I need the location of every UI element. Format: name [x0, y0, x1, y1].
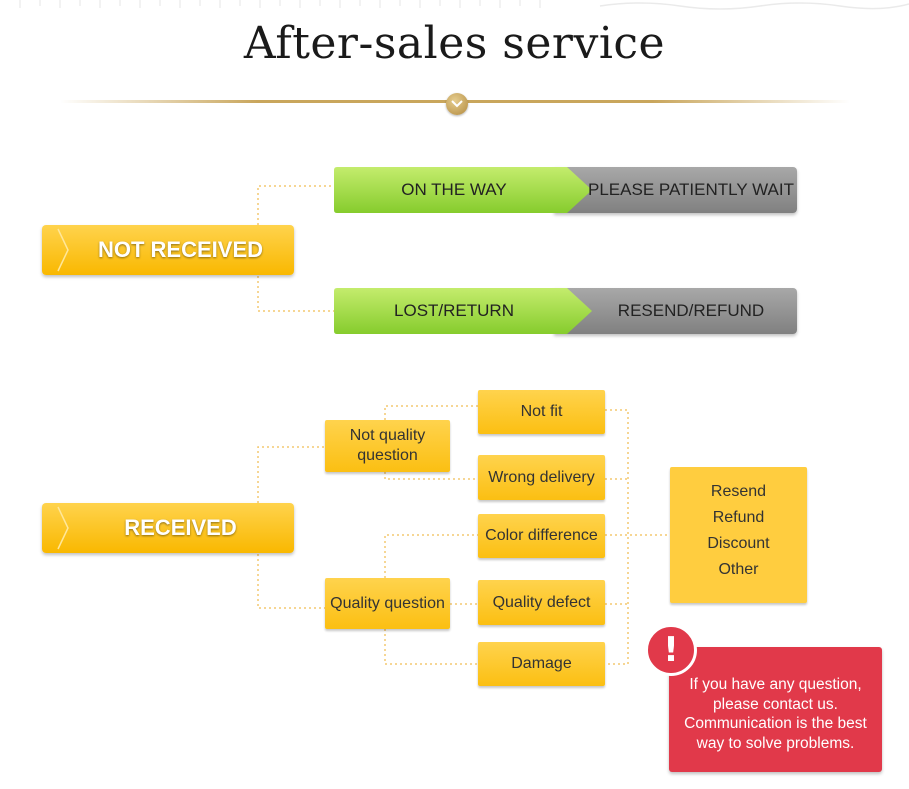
- top-decoration: [19, 0, 909, 10]
- solution-refund: Refund: [712, 509, 765, 526]
- quality-question-label: Quality question: [330, 594, 445, 612]
- notice-line: please contact us.: [713, 695, 838, 713]
- issue-color-difference: Color difference: [478, 514, 605, 558]
- issue-wrong-delivery: Wrong delivery: [478, 455, 605, 500]
- issue-label: Damage: [511, 655, 572, 672]
- resend-refund-label: RESEND/REFUND: [617, 301, 765, 320]
- quality-question-box: Quality question: [325, 578, 450, 629]
- chevron-right-icon: [57, 506, 69, 550]
- issue-label: Not fit: [520, 403, 563, 420]
- solutions-box: Resend Refund Discount Other: [670, 467, 807, 603]
- chevron-down-icon: [446, 93, 468, 115]
- issue-quality-defect: Quality defect: [478, 580, 605, 625]
- lost-return-label: LOST/RETURN: [394, 301, 514, 320]
- not-quality-line-1: Not quality: [349, 427, 426, 444]
- received-label: RECEIVED: [124, 515, 237, 540]
- issue-label: Wrong delivery: [488, 468, 595, 486]
- on-the-way-segment: [334, 167, 592, 213]
- issue-label: Quality defect: [492, 593, 591, 611]
- not-quality-question-box: Not quality question: [325, 420, 450, 472]
- notice-line: If you have any question,: [689, 676, 862, 693]
- issue-not-fit: Not fit: [478, 390, 605, 434]
- chevron-right-icon: [57, 228, 69, 272]
- please-wait-label: PLEASE PATIENTLY WAIT: [588, 180, 794, 199]
- lost-return-row: LOST/RETURN RESEND/REFUND: [334, 288, 797, 334]
- page-title: After-sales service: [243, 18, 666, 69]
- notice-line: Communication is the best: [684, 715, 867, 732]
- resend-refund-segment: [554, 288, 797, 334]
- exclamation-icon: !: [645, 624, 697, 676]
- issue-label: Color difference: [485, 527, 598, 544]
- on-the-way-row: ON THE WAY PLEASE PATIENTLY WAIT: [334, 167, 797, 213]
- please-wait-segment: [554, 167, 797, 213]
- not-quality-line-2: question: [357, 447, 418, 464]
- received-box: RECEIVED: [42, 503, 294, 553]
- contact-notice: If you have any question, please contact…: [669, 647, 882, 772]
- issue-damage: Damage: [478, 642, 605, 686]
- on-the-way-label: ON THE WAY: [401, 180, 507, 199]
- notice-line: way to solve problems.: [696, 734, 855, 752]
- lost-return-segment: [334, 288, 592, 334]
- not-received-box: NOT RECEIVED: [42, 225, 294, 275]
- not-received-label: NOT RECEIVED: [97, 237, 264, 262]
- solution-other: Other: [718, 561, 759, 578]
- solution-resend: Resend: [710, 483, 767, 500]
- solution-discount: Discount: [707, 535, 770, 552]
